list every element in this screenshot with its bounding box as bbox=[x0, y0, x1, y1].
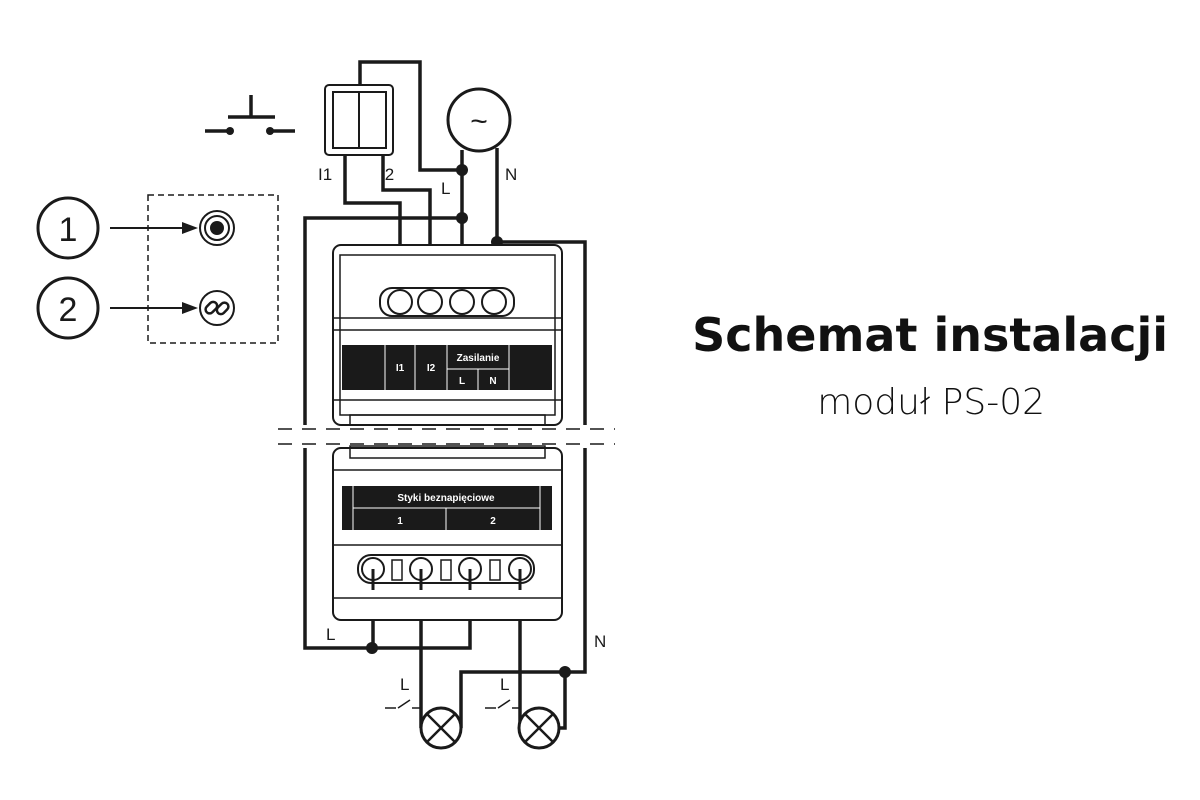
svg-text:Styki beznapięciowe: Styki beznapięciowe bbox=[397, 493, 495, 504]
svg-text:I2: I2 bbox=[427, 363, 436, 374]
svg-text:N: N bbox=[489, 376, 496, 387]
svg-text:I2: I2 bbox=[380, 165, 394, 184]
svg-text:~: ~ bbox=[470, 105, 488, 138]
svg-text:N: N bbox=[594, 632, 606, 651]
svg-text:L: L bbox=[500, 675, 509, 694]
lamp-2 bbox=[517, 706, 561, 750]
terminal-i2 bbox=[417, 289, 443, 315]
svg-text:L: L bbox=[459, 376, 465, 387]
legend: 1 2 bbox=[36, 194, 279, 344]
ac-source-symbol: ~ bbox=[446, 87, 512, 153]
terminal-n bbox=[481, 289, 507, 315]
svg-text:L: L bbox=[326, 625, 335, 644]
terminal-i1 bbox=[387, 289, 413, 315]
link-icon bbox=[199, 290, 235, 326]
svg-text:1: 1 bbox=[59, 211, 78, 249]
svg-text:2: 2 bbox=[59, 291, 78, 329]
module-bottom: Styki beznapięciowe 1 2 bbox=[332, 445, 563, 621]
svg-text:N: N bbox=[505, 165, 517, 184]
svg-text:1: 1 bbox=[397, 516, 403, 527]
svg-text:2: 2 bbox=[490, 516, 496, 527]
svg-text:Zasilanie: Zasilanie bbox=[457, 353, 500, 364]
page-subtitle: moduł PS-02 bbox=[817, 382, 1045, 423]
switch-symbols bbox=[385, 699, 519, 709]
bullseye-icon bbox=[199, 210, 235, 246]
push-button-symbol bbox=[205, 95, 295, 135]
module-top: I1 I2 Zasilanie L N bbox=[332, 244, 563, 428]
svg-text:L: L bbox=[400, 675, 409, 694]
page-title: Schemat instalacji bbox=[692, 308, 1168, 362]
double-switch-symbol bbox=[324, 84, 394, 156]
lamp-1 bbox=[419, 706, 463, 750]
svg-text:I1: I1 bbox=[396, 363, 405, 374]
svg-text:I1: I1 bbox=[318, 165, 332, 184]
svg-text:L: L bbox=[441, 179, 450, 198]
terminal-l bbox=[449, 289, 475, 315]
